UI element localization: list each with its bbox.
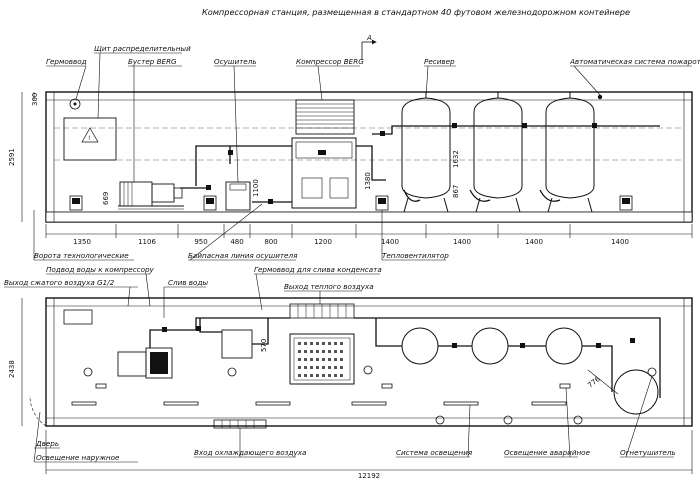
span-1: 1106 <box>138 238 156 246</box>
span-8: 1400 <box>525 238 543 246</box>
plan-compressor <box>289 303 355 385</box>
drawing-title: Компрессорная станция, размещенная в ста… <box>202 7 630 17</box>
label-pozharotushenie: Автоматическая система пожаротушения <box>569 57 700 66</box>
span-4: 800 <box>264 238 277 246</box>
plan-valves <box>162 326 635 348</box>
label-sistema-osv: Система освещения <box>396 448 473 457</box>
fire-system-nozzles <box>597 94 603 100</box>
label-osveshchenie-naruzh: Освещение наружное <box>36 453 120 462</box>
label-osushitel: Осушитель <box>214 57 257 66</box>
svg-text:!: ! <box>88 135 90 142</box>
plan-view: 2438 570 776 12192 Подвод воды к компрес… <box>4 265 693 480</box>
section-mark: А <box>366 33 372 42</box>
span-0: 1350 <box>73 238 91 246</box>
container-side-outline <box>45 91 693 223</box>
label-vhod-ohlazhd: Вход охлаждающего воздуха <box>194 448 306 457</box>
span-5: 1200 <box>314 238 332 246</box>
dim-res-leg: 867 <box>452 185 460 198</box>
span-2: 950 <box>194 238 207 246</box>
dim-top-offset: 300 <box>31 93 39 106</box>
dim-res-h: 1632 <box>452 150 460 168</box>
plan-lamps <box>83 365 657 425</box>
label-buster: Бустер BERG <box>128 57 177 66</box>
dim-width-total: 2438 <box>8 360 16 378</box>
plan-dryer <box>221 329 253 359</box>
container-floor <box>45 211 693 223</box>
span-7: 1400 <box>453 238 471 246</box>
label-vyhod-szhatogo: Выход сжатого воздуха G1/2 <box>4 278 115 287</box>
dim-length-total: 12192 <box>358 472 380 480</box>
floor-heaters <box>69 195 633 211</box>
label-resiver: Ресивер <box>424 57 455 66</box>
label-podvod-vody: Подвод воды к компрессору <box>46 265 155 274</box>
label-dver: Дверь <box>35 439 59 448</box>
dim-komp-h: 1380 <box>364 172 372 190</box>
booster-unit <box>118 181 184 210</box>
label-vyhod-teplogo: Выход теплого воздуха <box>284 282 374 291</box>
compressor-unit <box>291 99 357 209</box>
span-3: 480 <box>230 238 243 246</box>
label-osv-avar: Освещение аварийное <box>504 448 591 457</box>
label-vorota: Ворота технологические <box>34 251 129 260</box>
label-ognetushitel: Огнетушитель <box>620 448 676 457</box>
dim-res-diag: 776 <box>586 375 602 390</box>
dim-height-total: 2591 <box>8 148 16 166</box>
label-germovvod: Гермоввод <box>46 57 87 66</box>
label-sliv-vody: Слив воды <box>168 278 208 287</box>
span-9: 1400 <box>611 238 629 246</box>
label-germovvod-sliv: Гермоввод для слива конденсата <box>254 265 382 274</box>
label-kompressor: Компрессор BERG <box>296 57 364 66</box>
label-bypass: Байпасная линия осушителя <box>188 251 298 260</box>
side-view: ! <box>8 44 700 261</box>
receivers <box>401 92 595 213</box>
plan-receivers <box>401 327 659 415</box>
door-swing <box>29 395 47 427</box>
label-teploventilyator: Тепловентилятор <box>382 251 449 260</box>
distribution-panel <box>63 117 117 161</box>
label-shchit: Щит распределительный <box>94 44 191 53</box>
plan-panel <box>63 309 93 325</box>
warning-icon <box>81 127 99 143</box>
germovvod-icon <box>69 98 81 110</box>
dim-osush-w: 570 <box>260 339 268 352</box>
container-plan-outline <box>45 297 693 427</box>
span-6: 1400 <box>381 238 399 246</box>
dim-osush-h: 1100 <box>252 179 260 197</box>
lighting-strips <box>71 383 571 406</box>
plan-booster <box>117 347 173 379</box>
dim-buster-h: 669 <box>102 192 110 205</box>
dryer-unit <box>225 181 251 211</box>
